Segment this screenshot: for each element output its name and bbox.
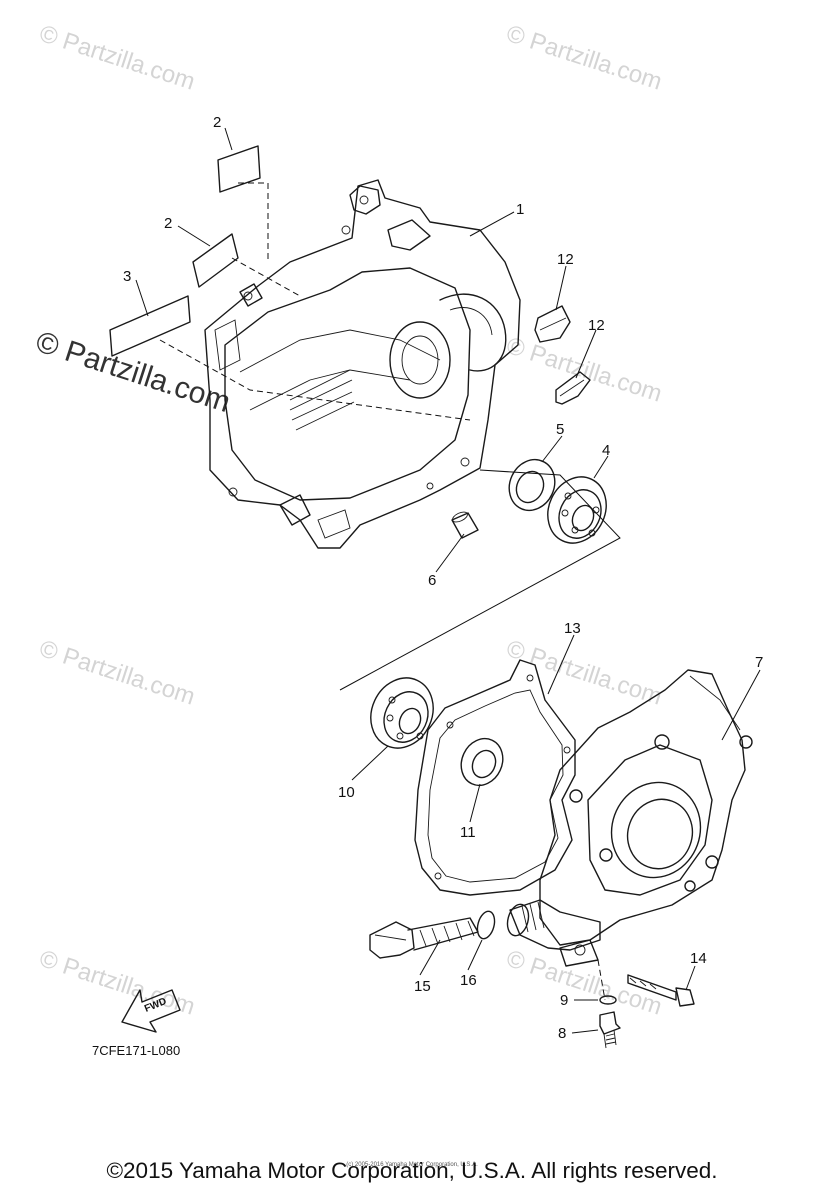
callout-11: 11: [460, 824, 476, 841]
callout-5: 5: [556, 421, 564, 438]
seal-and-bearing-top: [339, 458, 621, 691]
part-12-pieces: [534, 305, 591, 405]
watermark: © Partzilla.com: [503, 635, 665, 711]
watermark: © Partzilla.com: [503, 945, 665, 1021]
watermark: © Partzilla.com: [36, 635, 198, 711]
fasteners: [597, 959, 695, 1049]
leader-dash: [231, 257, 301, 297]
decal-2-mid: [192, 233, 239, 288]
leader-lines: [135, 127, 761, 1034]
callout-7: 7: [755, 654, 763, 671]
crankcase-cover-7: [539, 669, 753, 946]
callout-12-top: 12: [557, 251, 574, 268]
oil-cap-parts: [369, 899, 601, 967]
watermark: © Partzilla.com: [36, 945, 198, 1021]
callout-16: 16: [460, 972, 477, 989]
callout-8: 8: [558, 1025, 566, 1042]
watermarks: © Partzilla.com © Partzilla.com © Partzi…: [32, 20, 665, 1021]
crankcase-drawing: [204, 179, 521, 549]
callout-2-top: 2: [213, 114, 221, 131]
callout-14: 14: [690, 950, 707, 967]
bearing-10: [370, 677, 434, 749]
callout-13: 13: [564, 620, 581, 637]
callout-15: 15: [414, 978, 431, 995]
callout-2-mid: 2: [164, 215, 172, 232]
leader-dash: [159, 339, 471, 421]
callout-1: 1: [516, 201, 524, 218]
callout-numbers: 2 2 3 1 12 12 5 4 6 13 7 10 11 15 16 9 8…: [123, 114, 763, 1042]
callout-3: 3: [123, 268, 131, 285]
figure-code: 7CFE171-L080: [92, 1043, 180, 1058]
watermark: © Partzilla.com: [36, 20, 198, 96]
callout-12-bottom: 12: [588, 317, 605, 334]
watermark: © Partzilla.com: [503, 20, 665, 96]
callout-4: 4: [602, 442, 610, 459]
callout-9: 9: [560, 992, 568, 1009]
dowel-6: [451, 511, 479, 539]
decal-3: [109, 295, 191, 357]
watermark: © Partzilla.com: [503, 332, 665, 408]
callout-6: 6: [428, 572, 436, 589]
callout-10: 10: [338, 784, 355, 801]
leader-dash: [238, 182, 269, 262]
decal-labels: [109, 145, 471, 421]
small-copyright: (c) 2005-2016 Yamaha Motor Corporation, …: [346, 1162, 478, 1168]
footer-copyright: ©2015 Yamaha Motor Corporation, U.S.A. A…: [106, 1158, 718, 1183]
seal-11: [460, 737, 504, 787]
gasket-13: [414, 659, 576, 896]
decal-2-top: [217, 145, 261, 193]
watermark-prominent: © Partzilla.com: [32, 325, 234, 419]
